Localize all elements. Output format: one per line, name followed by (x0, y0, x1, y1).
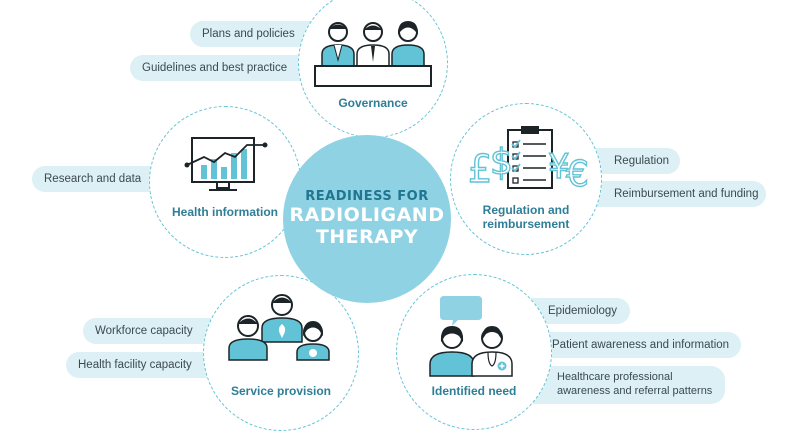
governance-label: Governance (338, 96, 408, 110)
regulation-label-line2: reimbursement (482, 217, 570, 232)
center-title-line3: THERAPY (315, 225, 419, 248)
diagram-stage: Plans and policies Guidelines and best p… (32, 0, 766, 431)
identified-need-label: Identified need (431, 384, 517, 398)
svg-text:€: € (566, 154, 589, 195)
regulation-label-line1: Regulation and (482, 203, 570, 217)
monitor-chart-icon (184, 137, 268, 191)
healthcare-workers-icon (228, 294, 330, 361)
checklist-currency-icon: £ $ ¥ € (467, 126, 590, 196)
center-title-line2: RADIOLIGAND (289, 203, 445, 226)
health-information-label: Health information (171, 205, 278, 219)
svg-text:$: $ (490, 142, 513, 183)
service-provision-label: Service provision (230, 384, 332, 398)
regulation-label: Regulation and reimbursement (466, 203, 586, 232)
governance-people-icon (314, 21, 432, 87)
patient-doctor-icon (429, 296, 513, 377)
center-circle: READINESS FOR RADIOLIGAND THERAPY (283, 135, 451, 303)
center-title-line1: READINESS FOR (305, 189, 429, 205)
svg-text:¥: ¥ (548, 147, 570, 187)
svg-text:£: £ (468, 147, 492, 191)
